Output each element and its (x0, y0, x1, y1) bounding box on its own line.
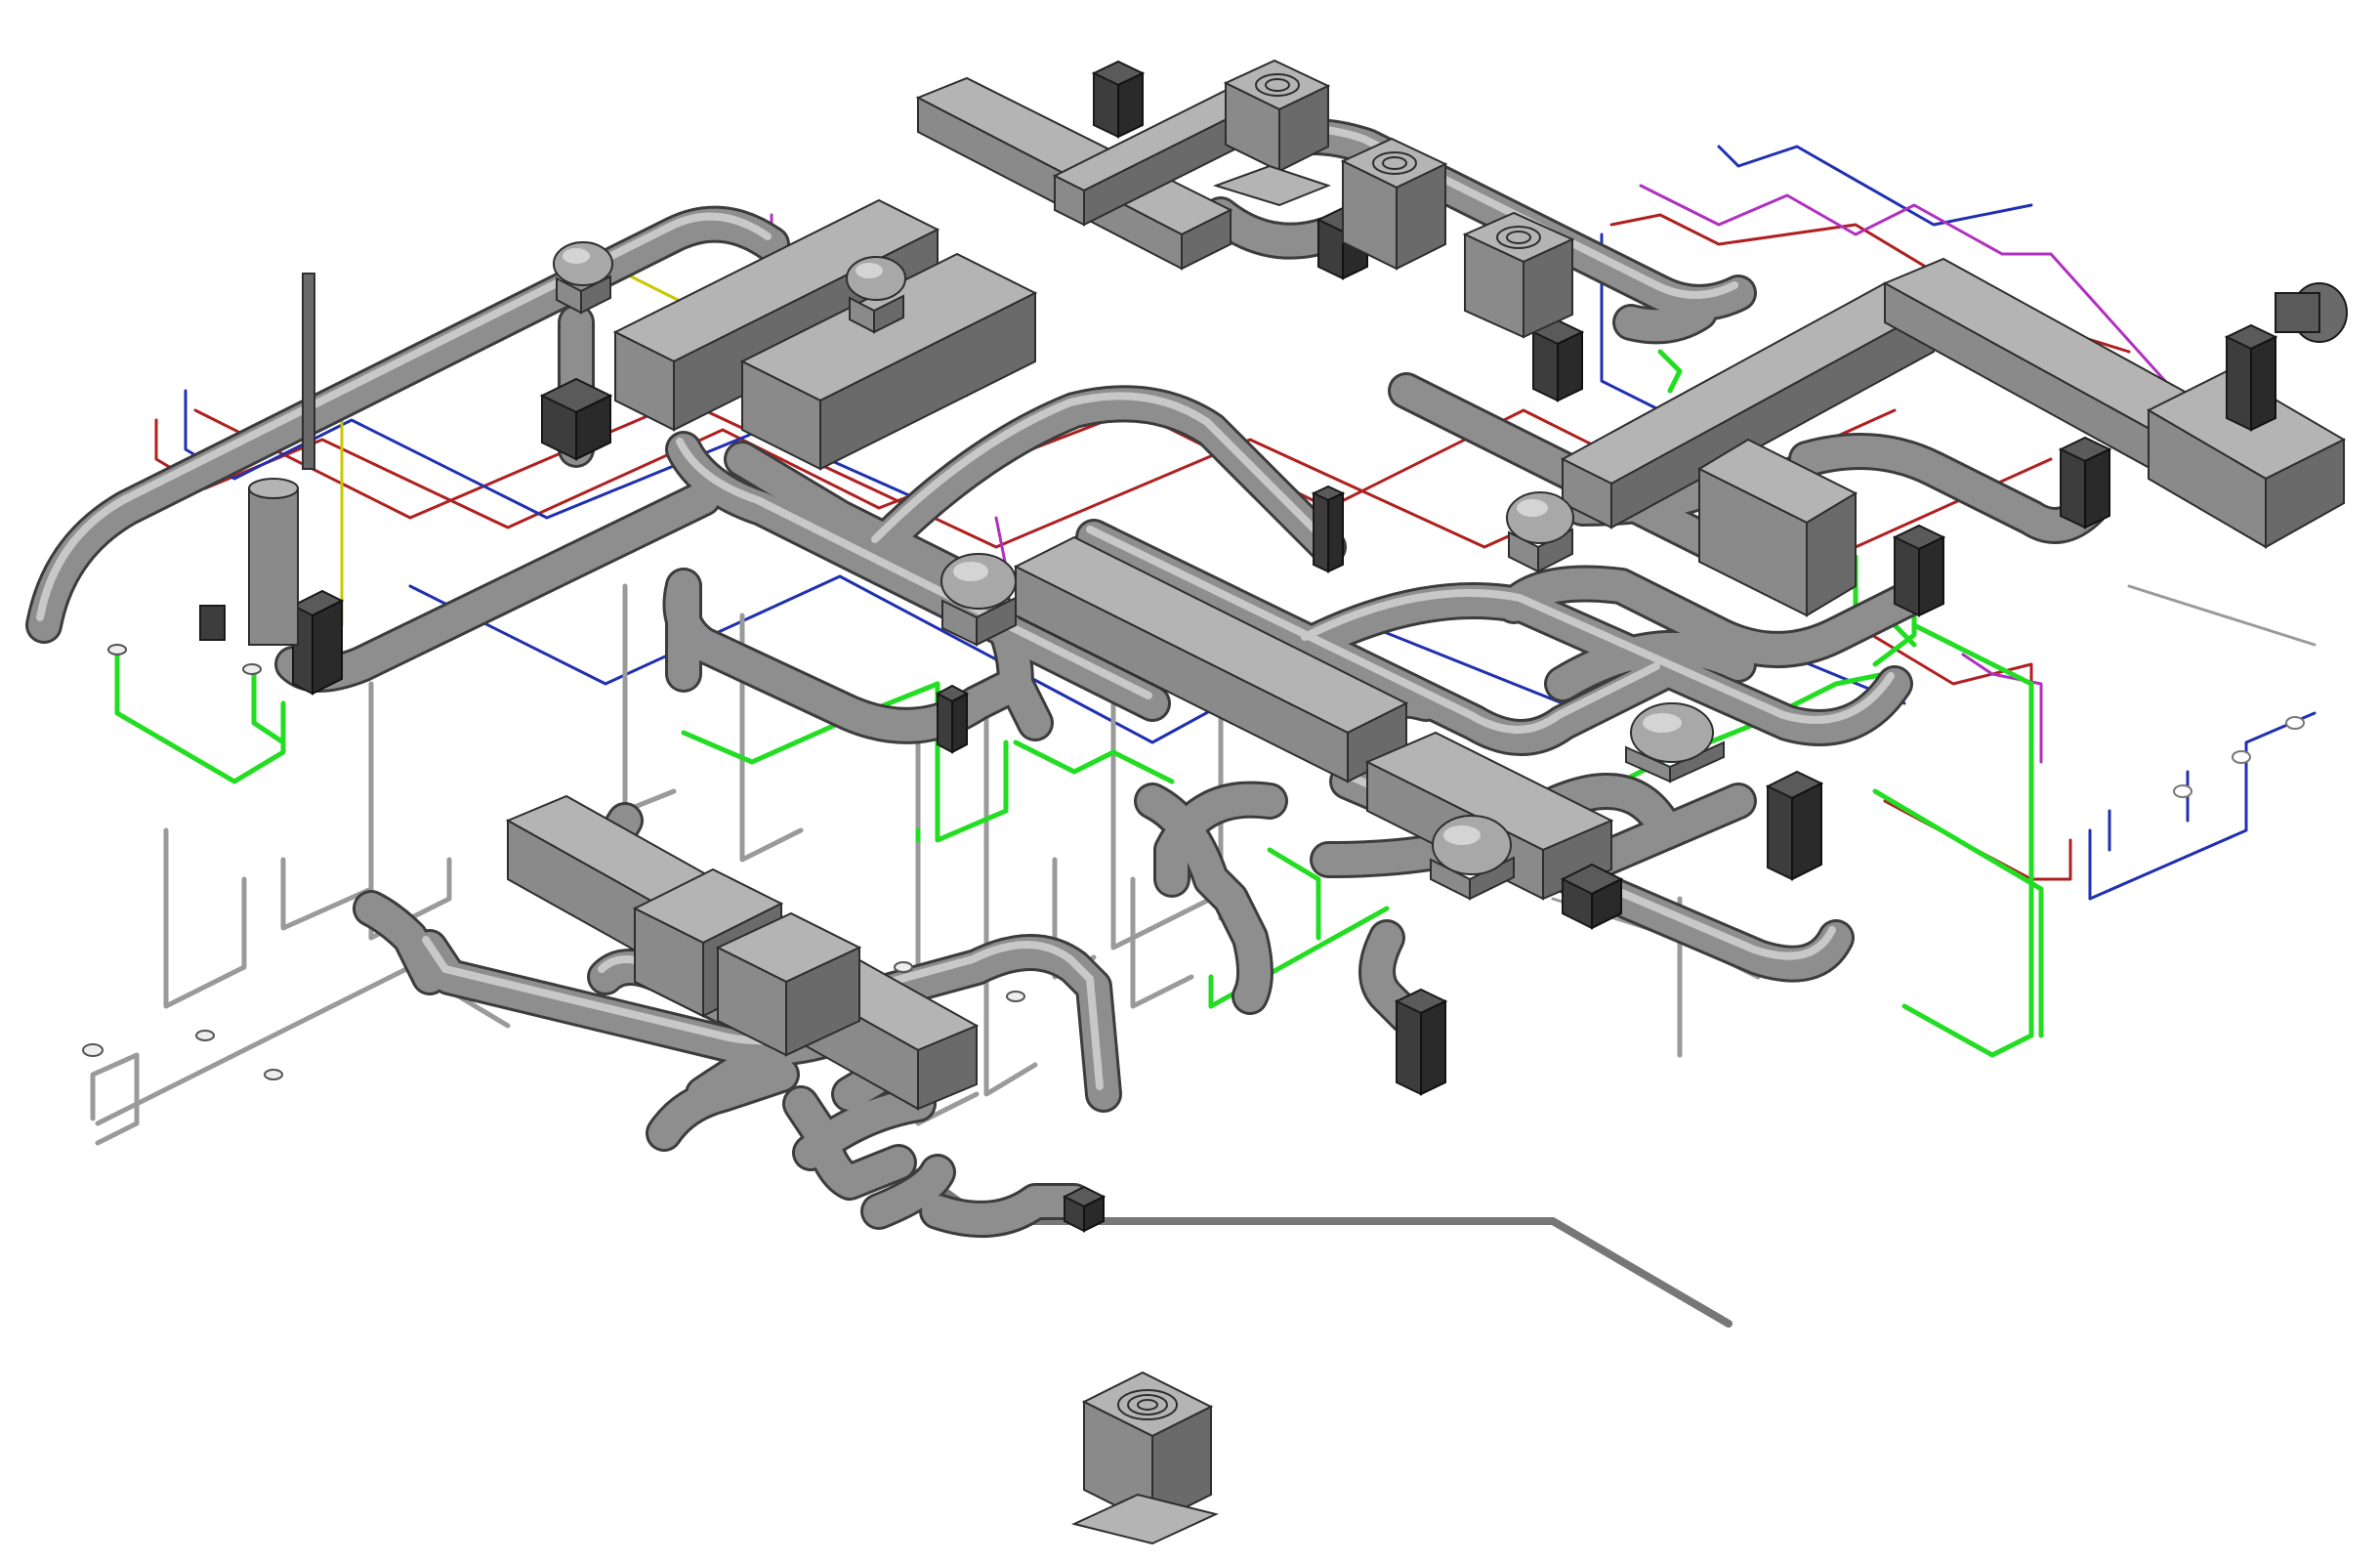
floor-drains (82, 644, 2305, 1080)
exhaust-fan-icon (2224, 282, 2348, 432)
rooftop-fan-icon (1071, 1371, 1219, 1545)
diffuser-dome-icon (1625, 702, 1725, 783)
floor-drain-icon (2173, 784, 2192, 798)
terminal-unit (1062, 1185, 1106, 1233)
floor-drain-icon (2232, 750, 2251, 764)
floor-drain-icon (195, 1030, 215, 1041)
supply-air-ductwork (25, 118, 2109, 1238)
terminal-unit (1892, 524, 1946, 617)
terminal-unit (290, 589, 345, 696)
terminal-unit (539, 377, 613, 461)
floor-drain-icon (2285, 716, 2305, 730)
water-heater-icon (199, 273, 315, 646)
diffuser-dome-icon (553, 241, 613, 315)
floor-drain-icon (264, 1069, 283, 1080)
terminal-unit (2058, 436, 2112, 529)
terminal-unit (1560, 863, 1624, 930)
rooftop-fan-icon (1462, 211, 1575, 339)
floor-drain-icon (242, 663, 262, 675)
rooftop-fan-icon (1212, 59, 1331, 207)
diffuser-dome-icon (1506, 491, 1574, 573)
terminal-units (290, 60, 2112, 1233)
terminal-unit (1530, 318, 1585, 402)
terminal-unit (935, 684, 970, 754)
terminal-unit (1311, 485, 1346, 573)
terminal-unit (1091, 60, 1146, 139)
floor-drain-icon (894, 961, 913, 973)
diffuser-dome-icon (940, 553, 1017, 647)
rooftop-fan-icon (1340, 137, 1448, 271)
diffuser-dome-icon (846, 256, 906, 334)
terminal-unit (1765, 770, 1824, 881)
floor-drain-icon (107, 644, 127, 655)
diffuser-dome-icon (1430, 815, 1515, 901)
ceiling-diffusers (553, 241, 1725, 901)
floor-drain-icon (82, 1043, 104, 1057)
terminal-unit (1394, 988, 1448, 1096)
rectangular-trunk-ducts (505, 76, 2347, 1111)
rooftop-equipment (199, 59, 2348, 1545)
floor-drain-icon (1006, 991, 1025, 1002)
